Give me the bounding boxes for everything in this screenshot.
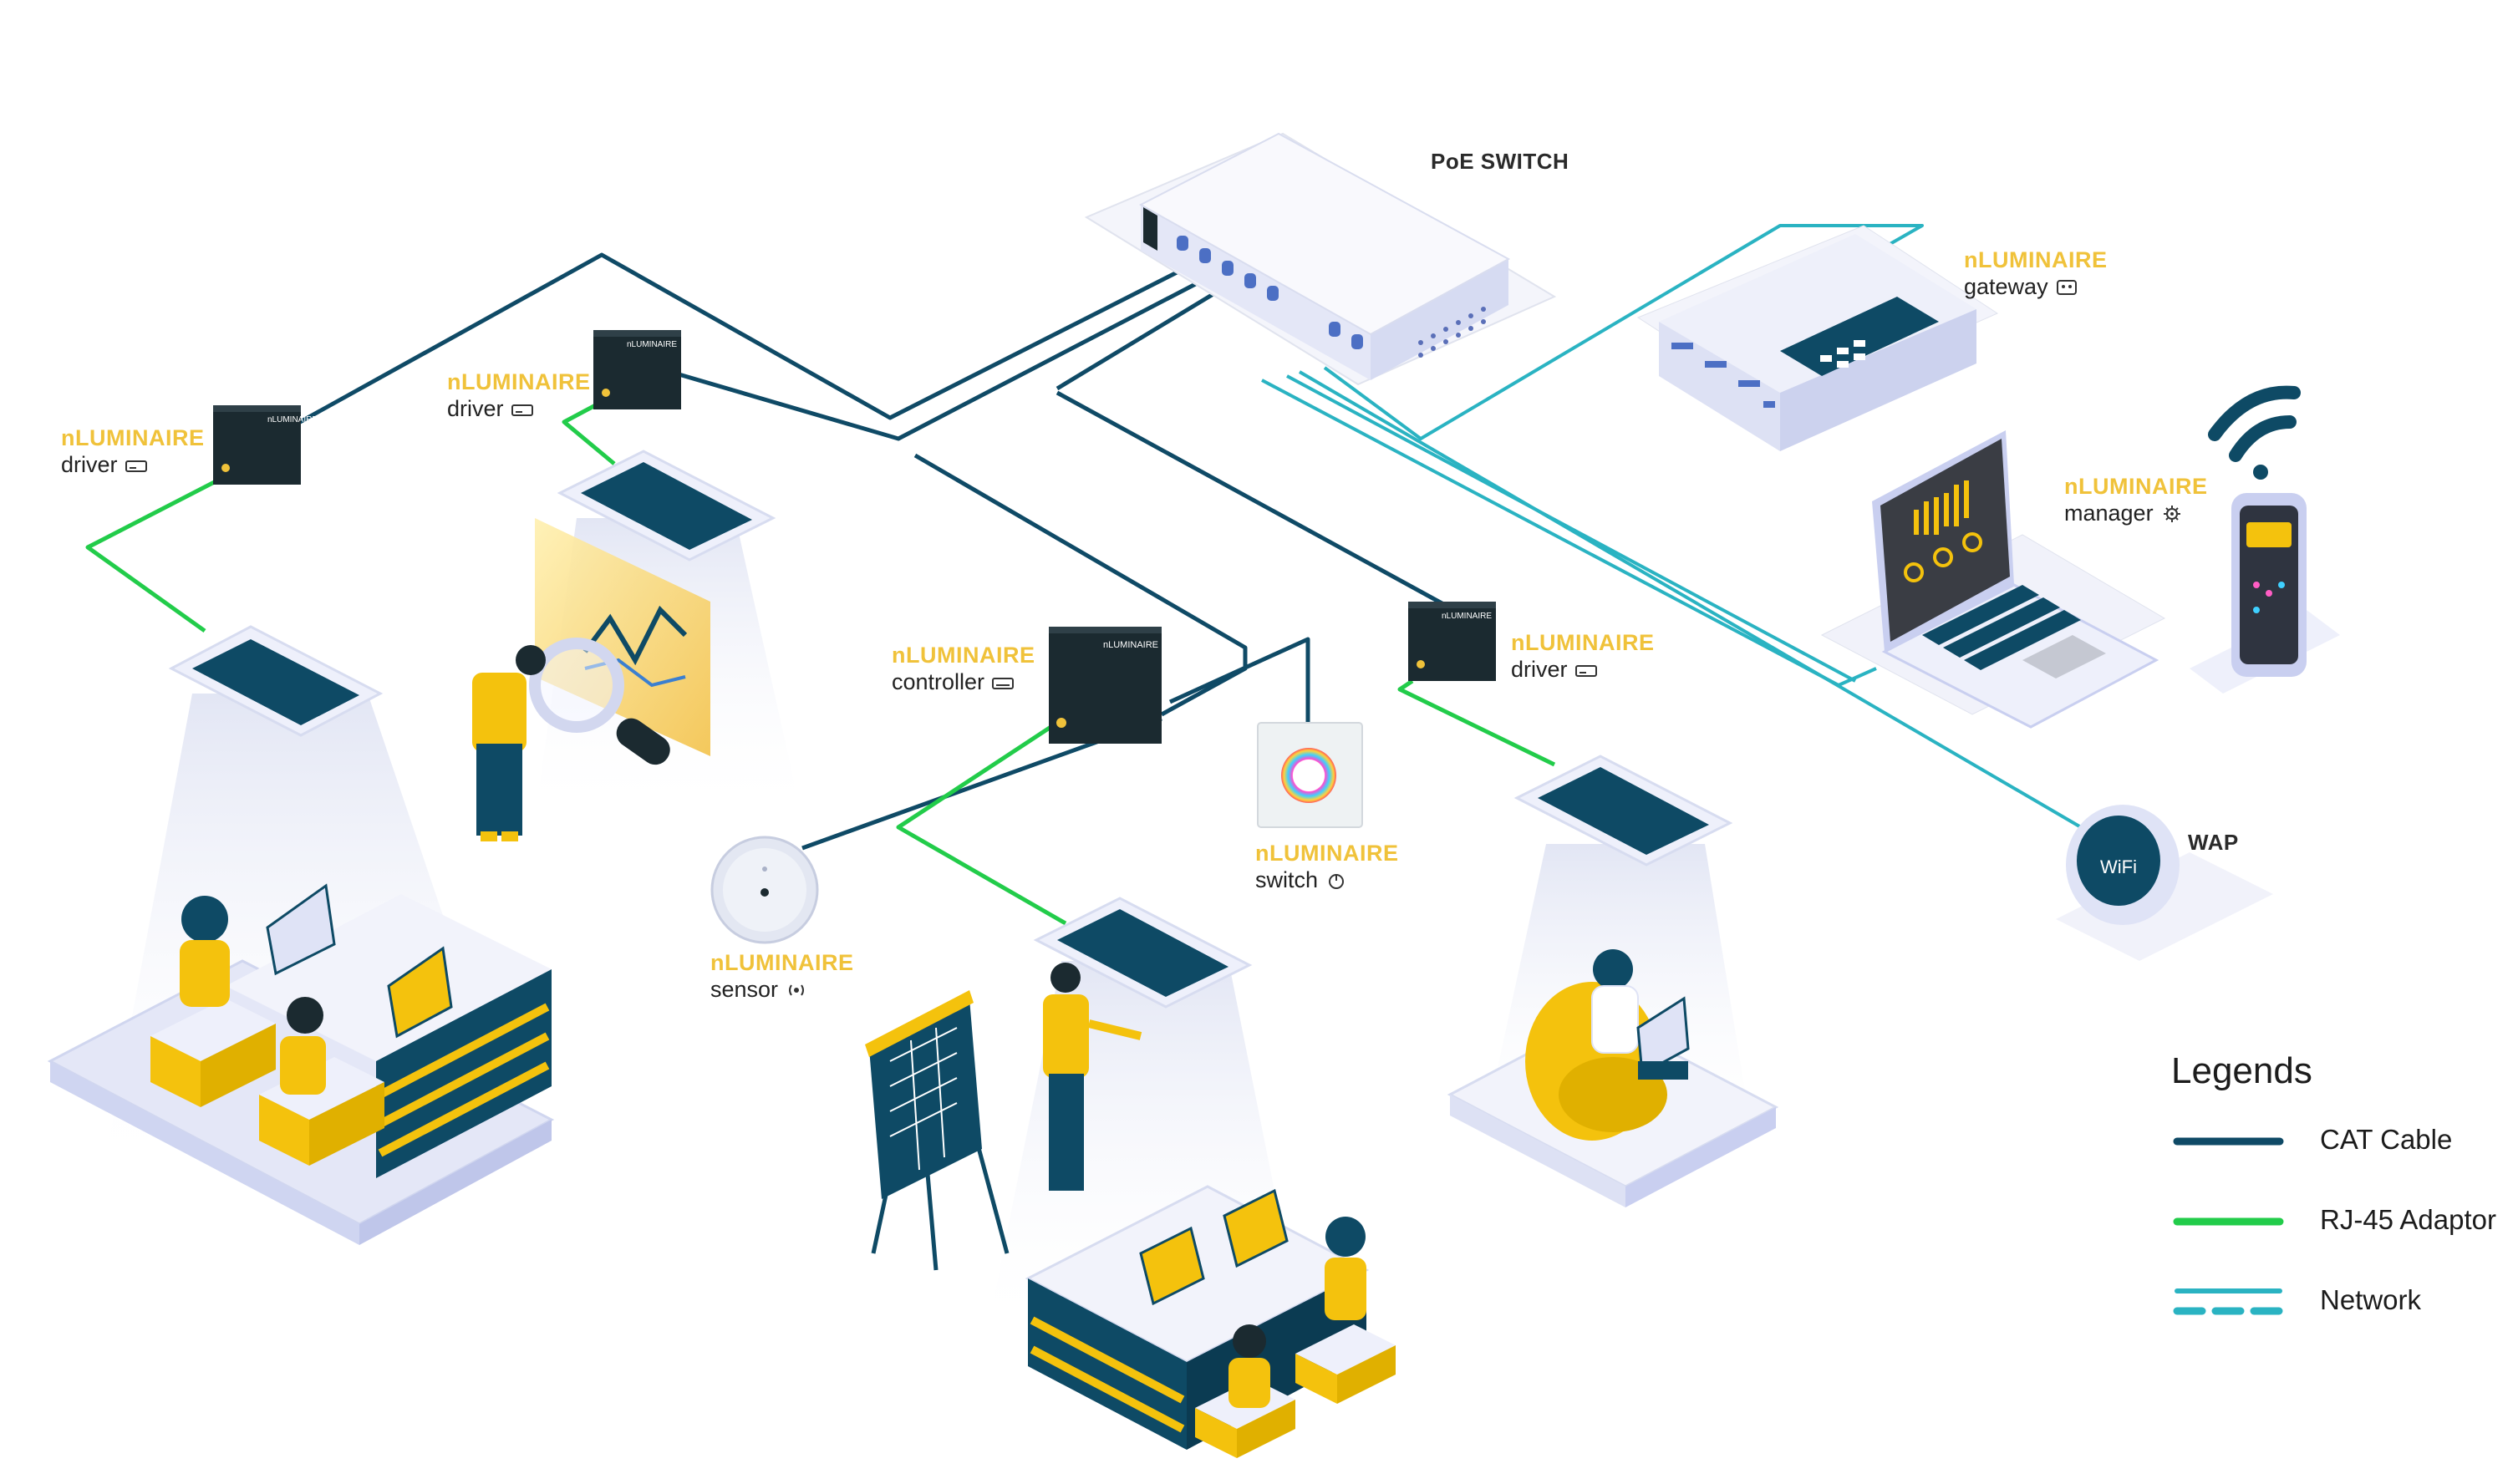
- brand-text: nLUMINAIRE: [447, 369, 591, 394]
- sensor-icon: [789, 983, 805, 996]
- legend-swatches: [2173, 1137, 2284, 1315]
- switch-label: nLUMINAIRE switch: [1255, 841, 1398, 892]
- gateway-device: [1636, 225, 1999, 451]
- role-text: sensor: [710, 976, 853, 1003]
- role-text: manager: [2064, 501, 2207, 526]
- role-name: controller: [892, 668, 985, 694]
- brand-text: nLUMINAIRE: [1964, 247, 2108, 272]
- switch-panel: [1257, 722, 1363, 828]
- wap-device: WiFi: [2056, 805, 2273, 961]
- driver-box-left: nLUMINAIRE: [213, 405, 318, 485]
- brand-text: nLUMINAIRE: [1511, 630, 1655, 655]
- cat-cables: [291, 252, 1456, 851]
- legend-item-cat-cable: CAT Cable: [2320, 1124, 2453, 1155]
- presentation-scene: [865, 963, 1142, 1271]
- role-name: driver: [61, 451, 118, 477]
- legend-item-network: Network: [2320, 1284, 2422, 1315]
- brand-text: nLUMINAIRE: [1255, 841, 1399, 866]
- legend-item-rj45-adaptor: RJ-45 Adaptor: [2320, 1204, 2496, 1235]
- analytics-scene: [472, 518, 710, 841]
- role-name: driver: [447, 395, 504, 421]
- driver-icon: [125, 460, 147, 472]
- brand-text: nLUMINAIRE: [61, 425, 205, 450]
- svg-text:WiFi: WiFi: [2100, 856, 2137, 877]
- manager-gear-icon: [2163, 505, 2180, 522]
- driver-label-right: nLUMINAIRE driver: [1511, 630, 1655, 683]
- brand-text: nLUMINAIRE: [710, 950, 854, 975]
- wap-label: WAP: [2188, 830, 2239, 855]
- driver-box-right: nLUMINAIRE: [1408, 602, 1496, 681]
- manager-phone: [2190, 493, 2340, 694]
- switch-power-icon: [1329, 873, 1345, 889]
- light-panels: [168, 450, 1733, 1009]
- manager-laptop: [1820, 430, 2166, 729]
- role-text: driver: [447, 395, 590, 422]
- gateway-icon: [2056, 279, 2077, 295]
- role-name: switch: [1255, 867, 1319, 892]
- driver-icon: [1574, 664, 1597, 677]
- controller-box: nLUMINAIRE: [1049, 627, 1162, 744]
- driver-label-top: nLUMINAIRE driver: [447, 369, 591, 422]
- gateway-label: nLUMINAIRE gateway: [1964, 247, 2108, 300]
- driver-box-top: nLUMINAIRE: [593, 330, 681, 409]
- svg-text:nLUMINAIRE: nLUMINAIRE: [267, 415, 318, 424]
- driver-label-left: nLUMINAIRE driver: [61, 425, 205, 478]
- role-name: sensor: [710, 976, 779, 1002]
- controller-label: nLUMINAIRE controller: [892, 643, 1035, 694]
- role-text: driver: [61, 451, 204, 478]
- legend-title: Legends: [2171, 1050, 2312, 1091]
- manager-label: nLUMINAIRE manager: [2064, 474, 2208, 526]
- role-text: driver: [1511, 656, 1654, 683]
- svg-text:nLUMINAIRE: nLUMINAIRE: [627, 340, 677, 349]
- role-text: controller: [892, 668, 1035, 695]
- sensor-label: nLUMINAIRE sensor: [710, 950, 854, 1003]
- desk-scene-left: [47, 883, 555, 1245]
- wifi-icon: [2208, 385, 2301, 480]
- svg-text:nLUMINAIRE: nLUMINAIRE: [1103, 640, 1158, 650]
- role-text: switch: [1255, 867, 1398, 893]
- brand-text: nLUMINAIRE: [2064, 474, 2208, 499]
- poe-switch: [1084, 132, 1557, 386]
- brand-text: nLUMINAIRE: [892, 643, 1035, 668]
- rj45-cables: [85, 386, 1556, 926]
- desk-scene-bottom: [1025, 1185, 1396, 1458]
- role-name: driver: [1511, 656, 1568, 682]
- sensor-device: [710, 836, 819, 944]
- svg-text:nLUMINAIRE: nLUMINAIRE: [1442, 612, 1492, 621]
- driver-icon: [511, 404, 533, 416]
- role-name: manager: [2064, 500, 2154, 526]
- beanbag-scene: [1447, 949, 1779, 1207]
- poe-switch-label: PoE SWITCH: [1431, 149, 1569, 174]
- role-name: gateway: [1964, 273, 2048, 299]
- role-text: gateway: [1964, 273, 2107, 300]
- controller-icon: [992, 677, 1015, 689]
